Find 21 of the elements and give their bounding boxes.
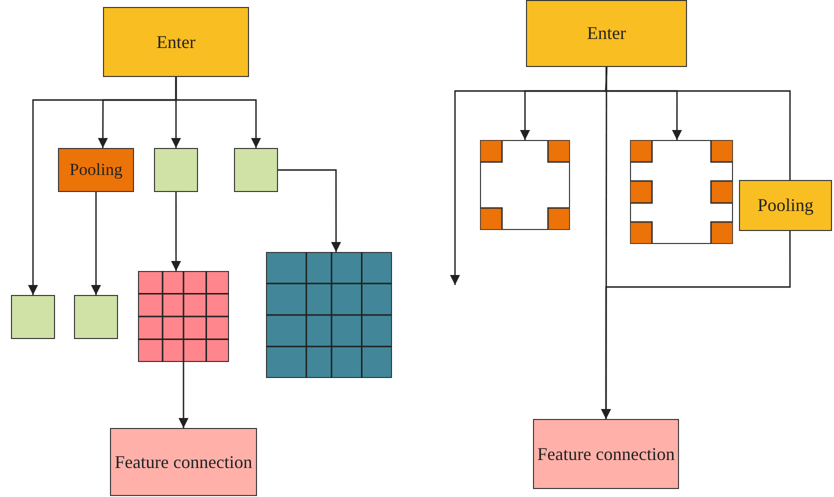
grid-drawing: [266, 252, 392, 378]
arrow: [178, 362, 188, 428]
arrow: [601, 231, 791, 419]
feature-box: [11, 295, 55, 339]
arrow: [278, 169, 342, 252]
output-box: Feature connection: [533, 419, 679, 489]
grid-drawing: [138, 271, 229, 362]
feature-box: [234, 148, 278, 192]
arrow: [91, 192, 101, 295]
arrow: [171, 192, 182, 271]
input-box: Enter: [103, 7, 249, 77]
pooling-box: Pooling: [58, 148, 134, 192]
connector-line: [605, 66, 791, 180]
arrow: [175, 77, 261, 148]
feature-box: [154, 148, 198, 192]
output-box: Feature connection: [110, 428, 257, 496]
feature-box: [74, 295, 118, 339]
input-box: Enter: [526, 0, 687, 67]
pooling-box: Pooling: [739, 180, 832, 231]
kernel-drawing: [480, 140, 570, 230]
kernel-drawing: [630, 140, 733, 244]
